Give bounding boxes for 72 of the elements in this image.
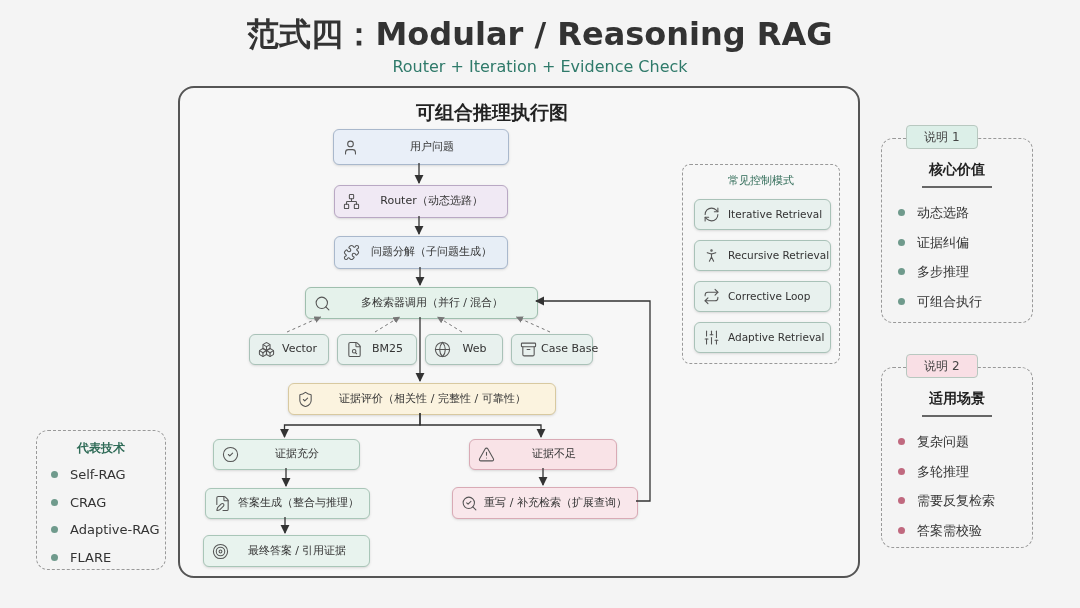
arrow [286, 316, 322, 333]
note-heading: 核心价值 [922, 159, 992, 188]
arrow [419, 412, 546, 438]
box-text: 用户问题 [408, 138, 455, 155]
arrow [414, 162, 424, 184]
box-text: 多检索器调用（并行 / 混合） [359, 294, 505, 311]
technique-panel [36, 430, 166, 570]
box-text: Web [461, 341, 488, 358]
arrow [535, 296, 651, 502]
arrow [374, 316, 401, 333]
bullet-text: 复杂问题 [917, 433, 969, 451]
process-box [213, 439, 360, 470]
arrow [415, 266, 425, 286]
evaluation-box [288, 383, 556, 415]
title: 范式四：Modular / Reasoning RAG [246, 14, 834, 55]
arrow [414, 215, 424, 235]
bullet-text: 动态选路 [917, 204, 969, 222]
box-text: BM25 [370, 341, 404, 358]
mode-box [694, 322, 831, 353]
process-box [333, 129, 509, 165]
process-box [205, 488, 370, 519]
box-text: Adaptive Retrieval [728, 329, 825, 345]
box-text: Iterative Retrieval [728, 206, 823, 222]
retriever-box [249, 334, 329, 365]
bullet-text: CRAG [70, 493, 107, 512]
bullet-text: 证据纠偏 [917, 233, 969, 252]
control-mode-panel [682, 164, 840, 364]
process-box [305, 287, 538, 319]
panel-heading: 代表技术 [76, 440, 126, 457]
diagram-panel [178, 86, 860, 578]
box-text: 证据不足 [530, 446, 577, 463]
retriever-box [337, 334, 417, 365]
process-box [469, 439, 617, 470]
mode-box [694, 281, 831, 312]
box-text: 证据评价（相关性 / 完整性 / 可靠性） [338, 390, 527, 407]
process-box [334, 236, 508, 269]
box-text: Router（动态选路） [379, 193, 484, 210]
arrow [281, 467, 291, 487]
box-text: 重写 / 补充检索（扩展查询） [483, 494, 628, 511]
subtitle: Router + Iteration + Evidence Check [391, 56, 689, 78]
arrow [515, 316, 551, 333]
process-box [452, 487, 638, 519]
arrow [437, 316, 463, 333]
note-tag: 说明 2 [906, 354, 978, 378]
bullet-text: Adaptive-RAG [70, 521, 160, 539]
retriever-box [425, 334, 503, 365]
process-box [334, 185, 508, 218]
bullet-text: FLARE [70, 548, 112, 567]
box-text: 问题分解（子问题生成） [370, 244, 493, 261]
box-text: Case Base [541, 341, 599, 358]
box-text: 证据充分 [274, 446, 320, 463]
mode-box [694, 240, 831, 271]
arrow [280, 516, 290, 534]
bullet-text: 多步推理 [917, 263, 969, 281]
bullet-text: 多轮推理 [917, 462, 969, 481]
bullet-text: 可组合执行 [917, 292, 982, 311]
bullet-text: Self-RAG [70, 466, 126, 484]
panel-heading: 常见控制模式 [727, 173, 795, 189]
process-box [203, 535, 370, 567]
note-heading: 适用场景 [922, 388, 992, 417]
panel-heading: 可组合推理执行图 [416, 100, 568, 125]
mode-box [694, 199, 831, 230]
arrow [415, 316, 425, 382]
box-text: 答案生成（整合与推理） [236, 495, 360, 512]
arrow [538, 467, 548, 486]
bullet-text: 答案需校验 [917, 521, 982, 540]
box-text: Corrective Loop [728, 288, 811, 304]
box-text: Recursive Retrieval [728, 247, 830, 263]
note-tag: 说明 1 [906, 125, 978, 149]
bullet-text: 需要反复检索 [917, 492, 995, 510]
box-text: Vector [280, 341, 319, 358]
box-text: 最终答案 / 引用证据 [246, 542, 348, 559]
